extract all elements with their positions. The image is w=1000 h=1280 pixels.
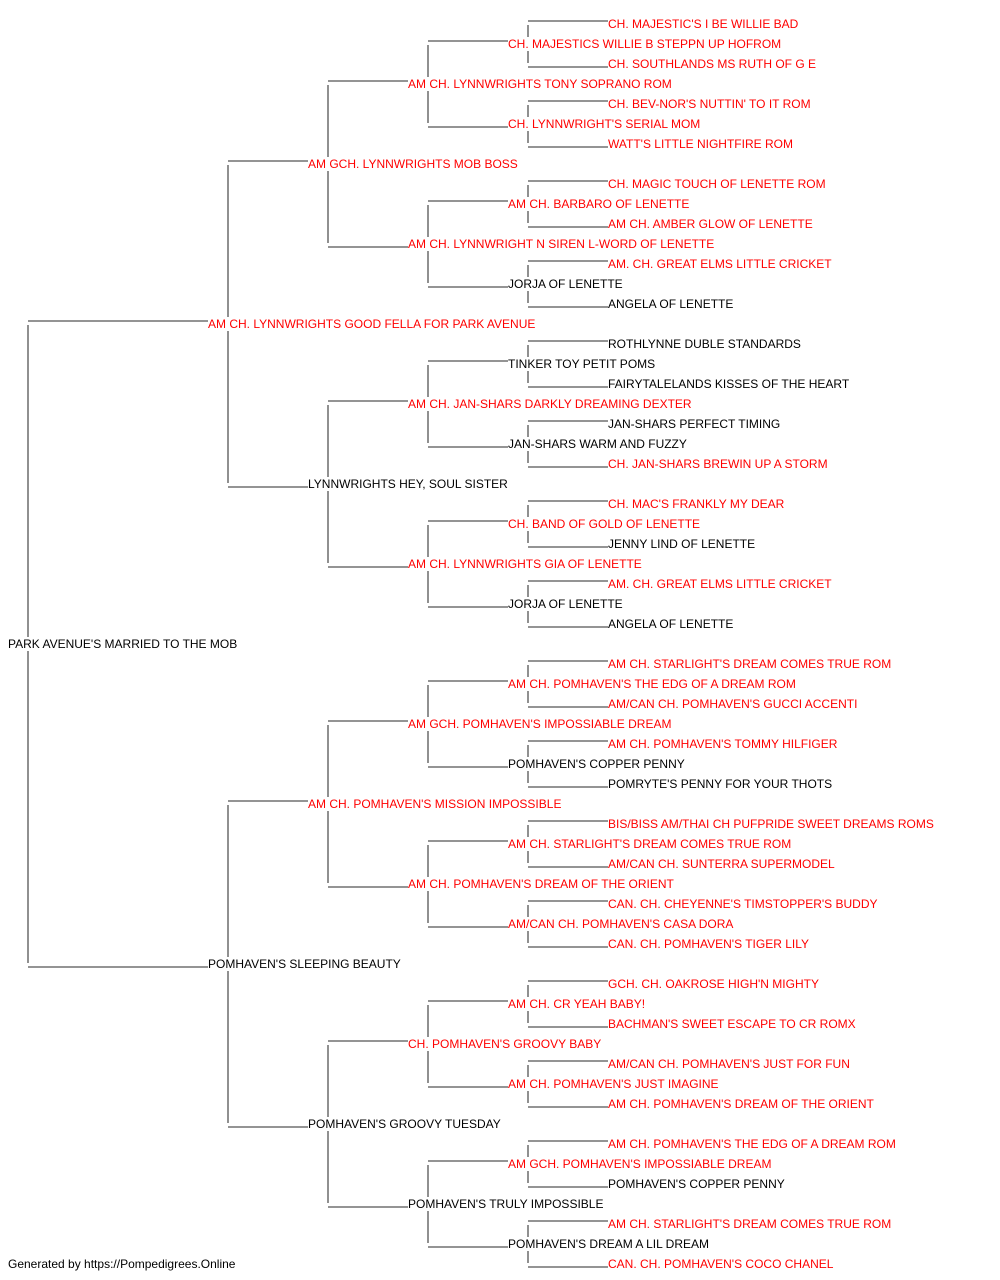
ancestor-gen5-1: CH. MAJESTIC'S I BE WILLIE BAD [608,17,800,31]
ancestor-gen3-1: AM CH. LYNNWRIGHTS TONY SOPRANO ROM [408,77,673,91]
ancestor-gen5-32: CAN. CH. POMHAVEN'S COCO CHANEL [608,1257,835,1271]
ancestor-gen5-14: JENNY LIND OF LENETTE [608,537,757,551]
ancestor-gen3-3: AM CH. JAN-SHARS DARKLY DREAMING DEXTER [408,397,693,411]
ancestor-gen4-16: POMHAVEN'S DREAM A LIL DREAM [508,1237,711,1251]
ancestor-gen5-30: POMHAVEN'S COPPER PENNY [608,1177,786,1191]
ancestor-gen3-7: CH. POMHAVEN'S GROOVY BABY [408,1037,603,1051]
ancestor-gen5-6: AM CH. AMBER GLOW OF LENETTE [608,217,814,231]
ancestor-gen5-12: CH. JAN-SHARS BREWIN UP A STORM [608,457,829,471]
ancestor-gen2-4: POMHAVEN'S GROOVY TUESDAY [308,1117,502,1131]
ancestor-gen2-2: LYNNWRIGHTS HEY, SOUL SISTER [308,477,509,491]
ancestor-gen3-5: AM GCH. POMHAVEN'S IMPOSSIABLE DREAM [408,717,673,731]
ancestor-gen3-4: AM CH. LYNNWRIGHTS GIA OF LENETTE [408,557,643,571]
ancestor-gen4-10: POMHAVEN'S COPPER PENNY [508,757,686,771]
ancestor-gen4-4: JORJA OF LENETTE [508,277,624,291]
ancestor-gen5-4: WATT'S LITTLE NIGHTFIRE ROM [608,137,794,151]
ancestor-gen5-10: FAIRYTALELANDS KISSES OF THE HEART [608,377,851,391]
ancestor-gen5-18: AM/CAN CH. POMHAVEN'S GUCCI ACCENTI [608,697,859,711]
ancestor-gen5-29: AM CH. POMHAVEN'S THE EDG OF A DREAM ROM [608,1137,897,1151]
ancestor-gen5-21: BIS/BISS AM/THAI CH PUFPRIDE SWEET DREAM… [608,817,935,831]
ancestor-gen5-16: ANGELA OF LENETTE [608,617,735,631]
ancestor-gen5-28: AM CH. POMHAVEN'S DREAM OF THE ORIENT [608,1097,875,1111]
ancestor-gen2-1: AM GCH. LYNNWRIGHTS MOB BOSS [308,157,519,171]
ancestor-gen5-9: ROTHLYNNE DUBLE STANDARDS [608,337,802,351]
ancestor-gen5-19: AM CH. POMHAVEN'S TOMMY HILFIGER [608,737,839,751]
ancestor-gen5-3: CH. BEV-NOR'S NUTTIN' TO IT ROM [608,97,812,111]
ancestor-gen5-24: CAN. CH. POMHAVEN'S TIGER LILY [608,937,810,951]
ancestor-gen4-7: CH. BAND OF GOLD OF LENETTE [508,517,702,531]
ancestor-gen4-12: AM/CAN CH. POMHAVEN'S CASA DORA [508,917,735,931]
ancestor-gen4-2: CH. LYNNWRIGHT'S SERIAL MOM [508,117,702,131]
ancestor-gen4-9: AM CH. POMHAVEN'S THE EDG OF A DREAM ROM [508,677,797,691]
ancestor-gen5-20: POMRYTE'S PENNY FOR YOUR THOTS [608,777,834,791]
subject-dog-name: PARK AVENUE'S MARRIED TO THE MOB [8,637,239,651]
generated-by-footer: Generated by https://Pompedigrees.Online [8,1257,236,1271]
ancestor-gen5-25: GCH. CH. OAKROSE HIGH'N MIGHTY [608,977,820,991]
ancestor-gen4-3: AM CH. BARBARO OF LENETTE [508,197,691,211]
ancestor-gen4-6: JAN-SHARS WARM AND FUZZY [508,437,688,451]
ancestor-gen4-15: AM GCH. POMHAVEN'S IMPOSSIABLE DREAM [508,1157,773,1171]
ancestor-gen2-3: AM CH. POMHAVEN'S MISSION IMPOSSIBLE [308,797,563,811]
ancestor-gen5-8: ANGELA OF LENETTE [608,297,735,311]
ancestor-gen5-13: CH. MAC'S FRANKLY MY DEAR [608,497,786,511]
ancestor-gen3-2: AM CH. LYNNWRIGHT N SIREN L-WORD OF LENE… [408,237,716,251]
ancestor-gen5-23: CAN. CH. CHEYENNE'S TIMSTOPPER'S BUDDY [608,897,879,911]
ancestor-gen4-1: CH. MAJESTICS WILLIE B STEPPN UP HOFROM [508,37,783,51]
ancestor-gen5-11: JAN-SHARS PERFECT TIMING [608,417,782,431]
ancestor-gen5-7: AM. CH. GREAT ELMS LITTLE CRICKET [608,257,833,271]
ancestor-gen1-2: POMHAVEN'S SLEEPING BEAUTY [208,957,402,971]
ancestor-gen5-22: AM/CAN CH. SUNTERRA SUPERMODEL [608,857,836,871]
ancestor-gen5-2: CH. SOUTHLANDS MS RUTH OF G E [608,57,818,71]
ancestor-gen5-26: BACHMAN'S SWEET ESCAPE TO CR ROMX [608,1017,857,1031]
ancestor-gen4-8: JORJA OF LENETTE [508,597,624,611]
ancestor-gen5-27: AM/CAN CH. POMHAVEN'S JUST FOR FUN [608,1057,851,1071]
ancestor-gen4-13: AM CH. CR YEAH BABY! [508,997,647,1011]
ancestor-gen4-14: AM CH. POMHAVEN'S JUST IMAGINE [508,1077,720,1091]
ancestor-gen1-1: AM CH. LYNNWRIGHTS GOOD FELLA FOR PARK A… [208,317,537,331]
ancestor-gen4-5: TINKER TOY PETIT POMS [508,357,657,371]
ancestor-gen5-5: CH. MAGIC TOUCH OF LENETTE ROM [608,177,827,191]
ancestor-gen3-6: AM CH. POMHAVEN'S DREAM OF THE ORIENT [408,877,675,891]
ancestor-gen5-17: AM CH. STARLIGHT'S DREAM COMES TRUE ROM [608,657,893,671]
ancestor-gen4-11: AM CH. STARLIGHT'S DREAM COMES TRUE ROM [508,837,793,851]
ancestor-gen5-15: AM. CH. GREAT ELMS LITTLE CRICKET [608,577,833,591]
ancestor-gen3-8: POMHAVEN'S TRULY IMPOSSIBLE [408,1197,605,1211]
ancestor-gen5-31: AM CH. STARLIGHT'S DREAM COMES TRUE ROM [608,1217,893,1231]
